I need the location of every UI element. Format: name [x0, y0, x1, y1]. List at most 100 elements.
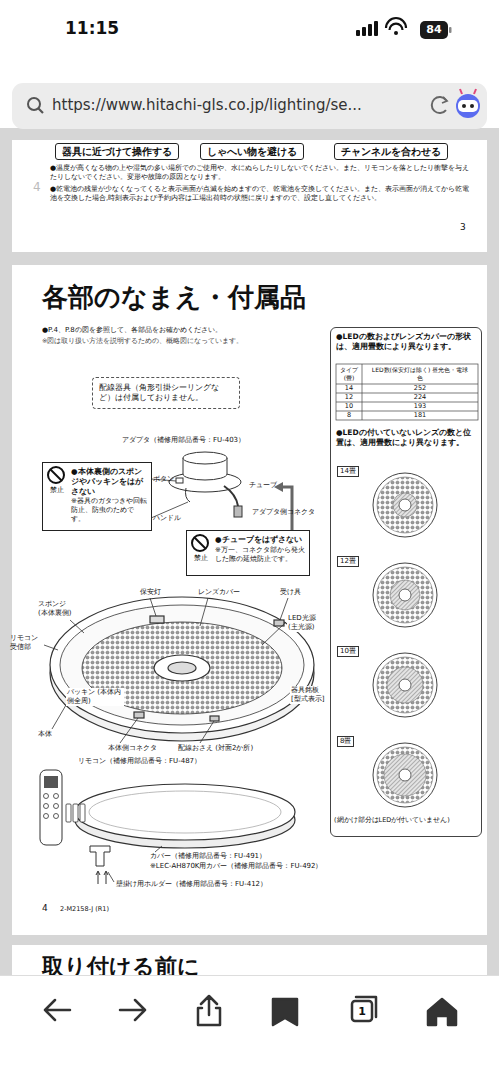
- part-label: 本体: [38, 730, 52, 739]
- part-label: 壁掛け用ホルダー（補修用部品番号：FU-412）: [116, 880, 267, 889]
- part-label: チューブ: [249, 481, 277, 490]
- part-label: 保安灯: [140, 588, 161, 597]
- rect-shape: [12, 140, 487, 252]
- path-shape: [390, 24, 403, 31]
- path-shape: [104, 871, 108, 875]
- circle-shape: [462, 104, 466, 108]
- line-shape: [120, 718, 138, 743]
- part-label: 181: [362, 412, 478, 419]
- node-text: 器具に近づけて操作する: [62, 145, 172, 158]
- part-label: 84: [420, 23, 448, 37]
- tip-button-box: 器具に近づけて操作する: [55, 143, 179, 160]
- path-shape: [198, 996, 220, 1025]
- part-label: 8: [336, 412, 362, 419]
- circle-shape: [393, 493, 417, 517]
- rect-shape: [176, 478, 183, 483]
- part-label: 2-M2158-J (R1): [60, 905, 109, 913]
- circle-shape: [44, 804, 49, 809]
- circle-shape: [377, 747, 433, 803]
- part-label: 3: [460, 222, 466, 234]
- node-text: 配線器具（角形引掛シーリングなど）は付属しておりません。: [99, 383, 233, 403]
- node-text: ●チューブをはずさない: [215, 535, 305, 545]
- part-label: 11:15: [65, 17, 119, 39]
- rect-shape: [234, 506, 242, 517]
- path-shape: [45, 1000, 70, 1020]
- part-label: パッキン (本体内側全周): [66, 688, 124, 706]
- part-label: リモコン（補修用部品番号：FU-487）: [78, 757, 201, 766]
- circle-shape: [377, 657, 433, 713]
- line-shape: [44, 645, 58, 650]
- part-label: タイプ (畳): [336, 366, 362, 382]
- part-label: (網かけ部分はLEDが付いていません): [334, 816, 480, 824]
- circle-shape: [373, 563, 437, 627]
- ellipse-shape: [154, 655, 210, 681]
- circle-shape: [456, 94, 480, 118]
- circle-shape: [377, 567, 433, 623]
- path-shape: [186, 488, 191, 502]
- part-label: 252: [362, 385, 478, 392]
- part-label: レンズカバー: [198, 588, 240, 597]
- node-text: ※万一、コネクタ部から発火した際の延焼防止です。: [215, 546, 305, 564]
- circle-shape: [28, 98, 40, 110]
- part-label: 器具銘板 [型式表示]: [290, 686, 330, 704]
- line-shape: [336, 393, 478, 394]
- line-shape: [108, 872, 114, 882]
- ellipse-shape: [60, 605, 304, 725]
- part-label: 193: [362, 403, 478, 410]
- part-label: 1: [355, 1005, 369, 1019]
- rect-shape: [0, 128, 499, 978]
- warning-box: ●本体裏側のスポンジやパッキンをはがさない※器具のガタつきや回転防止、防虫のため…: [42, 462, 152, 531]
- note-box: 配線器具（角形引掛シーリングなど）は付属しておりません。: [92, 377, 240, 409]
- circle-shape: [373, 743, 437, 807]
- rect-shape: [66, 804, 71, 822]
- part-label: 10: [336, 403, 362, 410]
- line-shape: [106, 872, 107, 884]
- circle-shape: [373, 653, 437, 717]
- part-label: アダプタ（補修用部品番号：FU-403）: [122, 436, 245, 445]
- path-shape: [96, 871, 100, 875]
- part-label: ボタン: [153, 475, 174, 484]
- circle-shape: [192, 535, 208, 551]
- rect-shape: [73, 804, 78, 822]
- node-text: しゃへい物を避ける: [207, 145, 297, 158]
- part-label: リモコン受信部: [10, 634, 44, 652]
- part-label: 本体側コネクタ: [108, 744, 157, 753]
- part-label: 受け具: [280, 588, 301, 597]
- part-label: アダプタ側コネクタ: [252, 508, 315, 517]
- line-shape: [0, 975, 499, 976]
- line-shape: [52, 705, 66, 729]
- line-shape: [336, 402, 478, 403]
- line-shape: [39, 109, 44, 114]
- rect-shape: [150, 616, 164, 623]
- part-label: 12: [336, 394, 362, 401]
- line-shape: [150, 598, 156, 616]
- rect-shape: [0, 975, 499, 1080]
- line-shape: [195, 538, 206, 549]
- rect-shape: [356, 30, 360, 36]
- path-shape: [428, 999, 456, 1025]
- circle-shape: [54, 804, 59, 809]
- node-text: ●LEDの付いていないレンズの数と位置は、適用畳数により異なります。: [336, 428, 476, 448]
- rect-shape: [40, 770, 62, 845]
- part-label: https://www.hitachi-gls.co.jp/lighting/s…: [52, 96, 362, 116]
- circle-shape: [394, 31, 398, 35]
- g-shape: [75, 784, 295, 848]
- part-label: LED数(保安灯は除く) 昼光色・電球色: [370, 366, 470, 382]
- part-label: 配線おさえ (対面2か所): [178, 744, 253, 753]
- tip-button-box: チャンネルを合わせる: [334, 143, 448, 160]
- line-shape: [460, 89, 462, 94]
- line-shape: [200, 721, 214, 743]
- path-shape: [224, 486, 238, 506]
- circle-shape: [399, 589, 411, 601]
- rect-shape: [420, 21, 448, 39]
- line-shape: [336, 411, 478, 412]
- part-label: 14: [336, 385, 362, 392]
- node-text: チャンネルを合わせる: [341, 145, 441, 158]
- line-shape: [98, 872, 99, 884]
- part-label: ●P.4、P.8の図を参照して、各部品をお確かめください。: [42, 326, 222, 335]
- line-shape: [474, 89, 476, 94]
- part-label: LED光源 (主光源): [287, 614, 325, 632]
- circle-shape: [390, 580, 420, 610]
- line-shape: [362, 364, 363, 420]
- node-text: ●LEDの数およびレンズカバーの形状は、適用畳数により異なります。: [336, 332, 476, 352]
